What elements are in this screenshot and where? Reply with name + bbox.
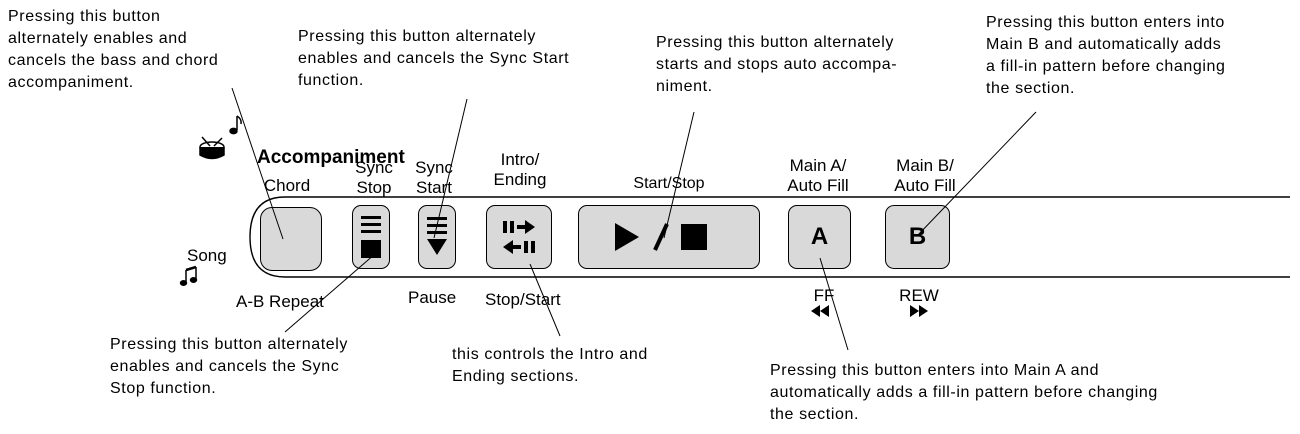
annotation-start-stop: Pressing this button alternately starts …: [656, 34, 898, 95]
play-stop-icon: [579, 206, 759, 268]
ab-repeat-label: A-B Repeat: [236, 292, 324, 311]
annotation-chord: Pressing this button alternately enables…: [8, 8, 219, 91]
annotation-main-b: Pressing this button enters into Main B …: [986, 14, 1226, 97]
main-a-letter: A: [810, 223, 829, 250]
intro-ending-icon: [487, 206, 551, 268]
main-b-button[interactable]: B: [885, 205, 950, 269]
sync-start-label: Sync Start: [415, 158, 453, 197]
chord-button[interactable]: [260, 207, 322, 271]
annotation-sync-stop: Pressing this button alternately enables…: [110, 336, 348, 397]
ff-icon: [811, 305, 829, 317]
annotation-main-a: Pressing this button enters into Main A …: [770, 362, 1158, 423]
annotation-sync-start: Pressing this button alternately enables…: [298, 28, 570, 89]
intro-ending-button[interactable]: [486, 205, 552, 269]
intro-ending-label: Intro/ Ending: [493, 150, 547, 189]
main-b-label: Main B/ Auto Fill: [894, 156, 956, 195]
sync-stop-button[interactable]: [352, 205, 390, 269]
sync-stop-label: Sync Stop: [355, 158, 393, 197]
sync-start-button[interactable]: [418, 205, 456, 269]
accompaniment-title: Accompaniment: [257, 147, 405, 168]
sync-stop-icon: [353, 206, 389, 268]
drum-note-icon: [199, 115, 242, 160]
stop-start-label: Stop/Start: [485, 290, 561, 309]
ff-label: FF: [813, 286, 835, 305]
song-label: Song: [187, 246, 227, 265]
music-notes-icon: [179, 265, 198, 286]
pause-label: Pause: [408, 288, 457, 307]
chord-label: Chord: [263, 176, 311, 195]
main-a-label: Main A/ Auto Fill: [787, 156, 849, 195]
leader-lines: [231, 87, 1037, 351]
rew-icon: [910, 305, 928, 317]
start-stop-label: Start/Stop: [633, 175, 705, 192]
rew-label: REW: [899, 286, 939, 305]
panel-frame: [249, 196, 1290, 278]
annotation-intro-ending: this controls the Intro and Ending secti…: [452, 346, 648, 385]
main-b-letter: B: [908, 223, 927, 250]
main-a-button[interactable]: A: [788, 205, 851, 269]
